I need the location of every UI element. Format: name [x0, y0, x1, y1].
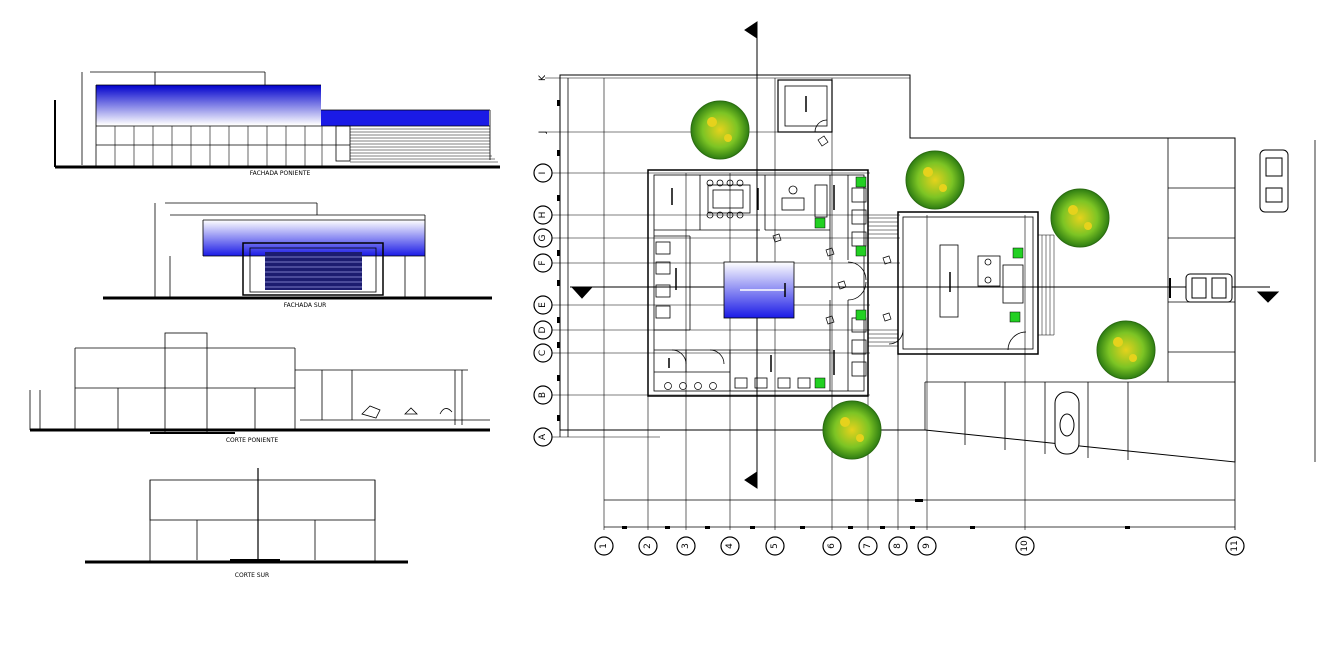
grid-row-label: C	[538, 350, 548, 356]
floor-plan	[545, 30, 1316, 530]
grid-row-label: D	[538, 326, 548, 333]
grid-column-label: 6	[827, 543, 837, 549]
elevation-title: FACHADA SUR	[284, 302, 327, 309]
chair-icon	[772, 135, 892, 325]
car-icon	[1054, 149, 1289, 455]
grid-row-bubbles	[533, 163, 553, 447]
grid-column-label: 7	[863, 543, 873, 549]
plant-icon	[814, 176, 1024, 389]
grid-column-label: 10	[1020, 540, 1030, 552]
grid-column-label: 3	[681, 543, 691, 549]
section-corte-sur	[85, 468, 408, 564]
grid-column-label: 9	[922, 543, 932, 549]
section-corte-poniente	[29, 332, 490, 434]
grid-column-label: 2	[643, 543, 653, 549]
grid-column-label: 8	[893, 543, 903, 549]
grid-row-label: J	[538, 131, 548, 135]
grid-row-label: A	[538, 433, 548, 440]
elevation-fachada-sur	[103, 202, 492, 300]
section-arrow-icon	[570, 21, 1280, 489]
grid-row-label: F	[538, 260, 548, 265]
tree-icon	[690, 100, 1156, 460]
grid-column-label: 4	[725, 543, 735, 549]
grid-row-label: G	[538, 234, 548, 241]
grid-column-label: 5	[770, 543, 780, 549]
grid-row-label: I	[538, 172, 548, 175]
elevation-title: CORTE PONIENTE	[226, 437, 279, 444]
grid-row-label: H	[538, 212, 548, 219]
grid-row-label: E	[538, 302, 548, 308]
elevation-fachada-poniente	[54, 71, 500, 169]
grid-row-label: B	[538, 392, 548, 398]
grid-row-label: K	[538, 74, 548, 81]
grid-column-label: 11	[1230, 540, 1240, 551]
tree-icon	[707, 117, 1137, 442]
grid-column-label: 1	[599, 543, 609, 549]
grid-column-bubbles	[594, 536, 1245, 556]
elevation-title: CORTE SUR	[235, 572, 269, 579]
elevation-title: FACHADA PONIENTE	[250, 170, 311, 177]
